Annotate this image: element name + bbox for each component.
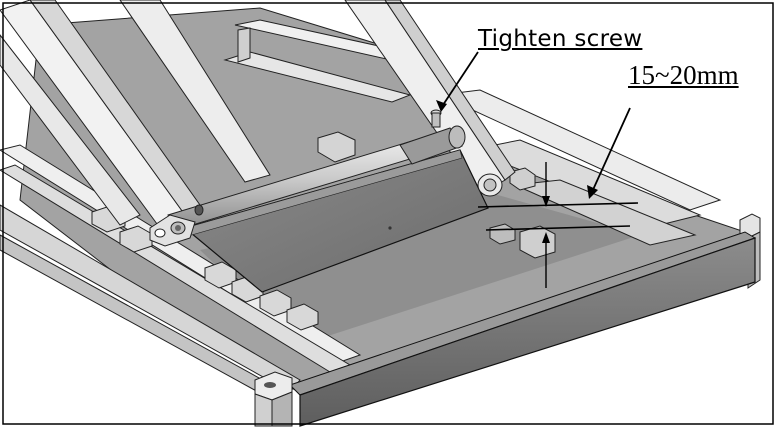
dimension-lines [477,162,639,288]
dimension-label: 15~20mm [628,60,739,90]
screw-leader-arrow [436,51,479,112]
front-beam [289,231,757,427]
cross-rod [167,125,466,231]
right-pivot-roller [477,173,503,197]
dimension-leader-arrow [587,107,631,199]
plate-rivet [388,226,392,230]
left-side-rail [0,144,362,405]
tighten-screw-label: Tighten screw [478,26,643,52]
scissor-arms [0,0,516,229]
right-side-rail [438,89,722,246]
left-pivot-bracket [149,214,196,247]
corner-post-front-left [254,371,293,427]
tighten-screw [430,109,442,128]
